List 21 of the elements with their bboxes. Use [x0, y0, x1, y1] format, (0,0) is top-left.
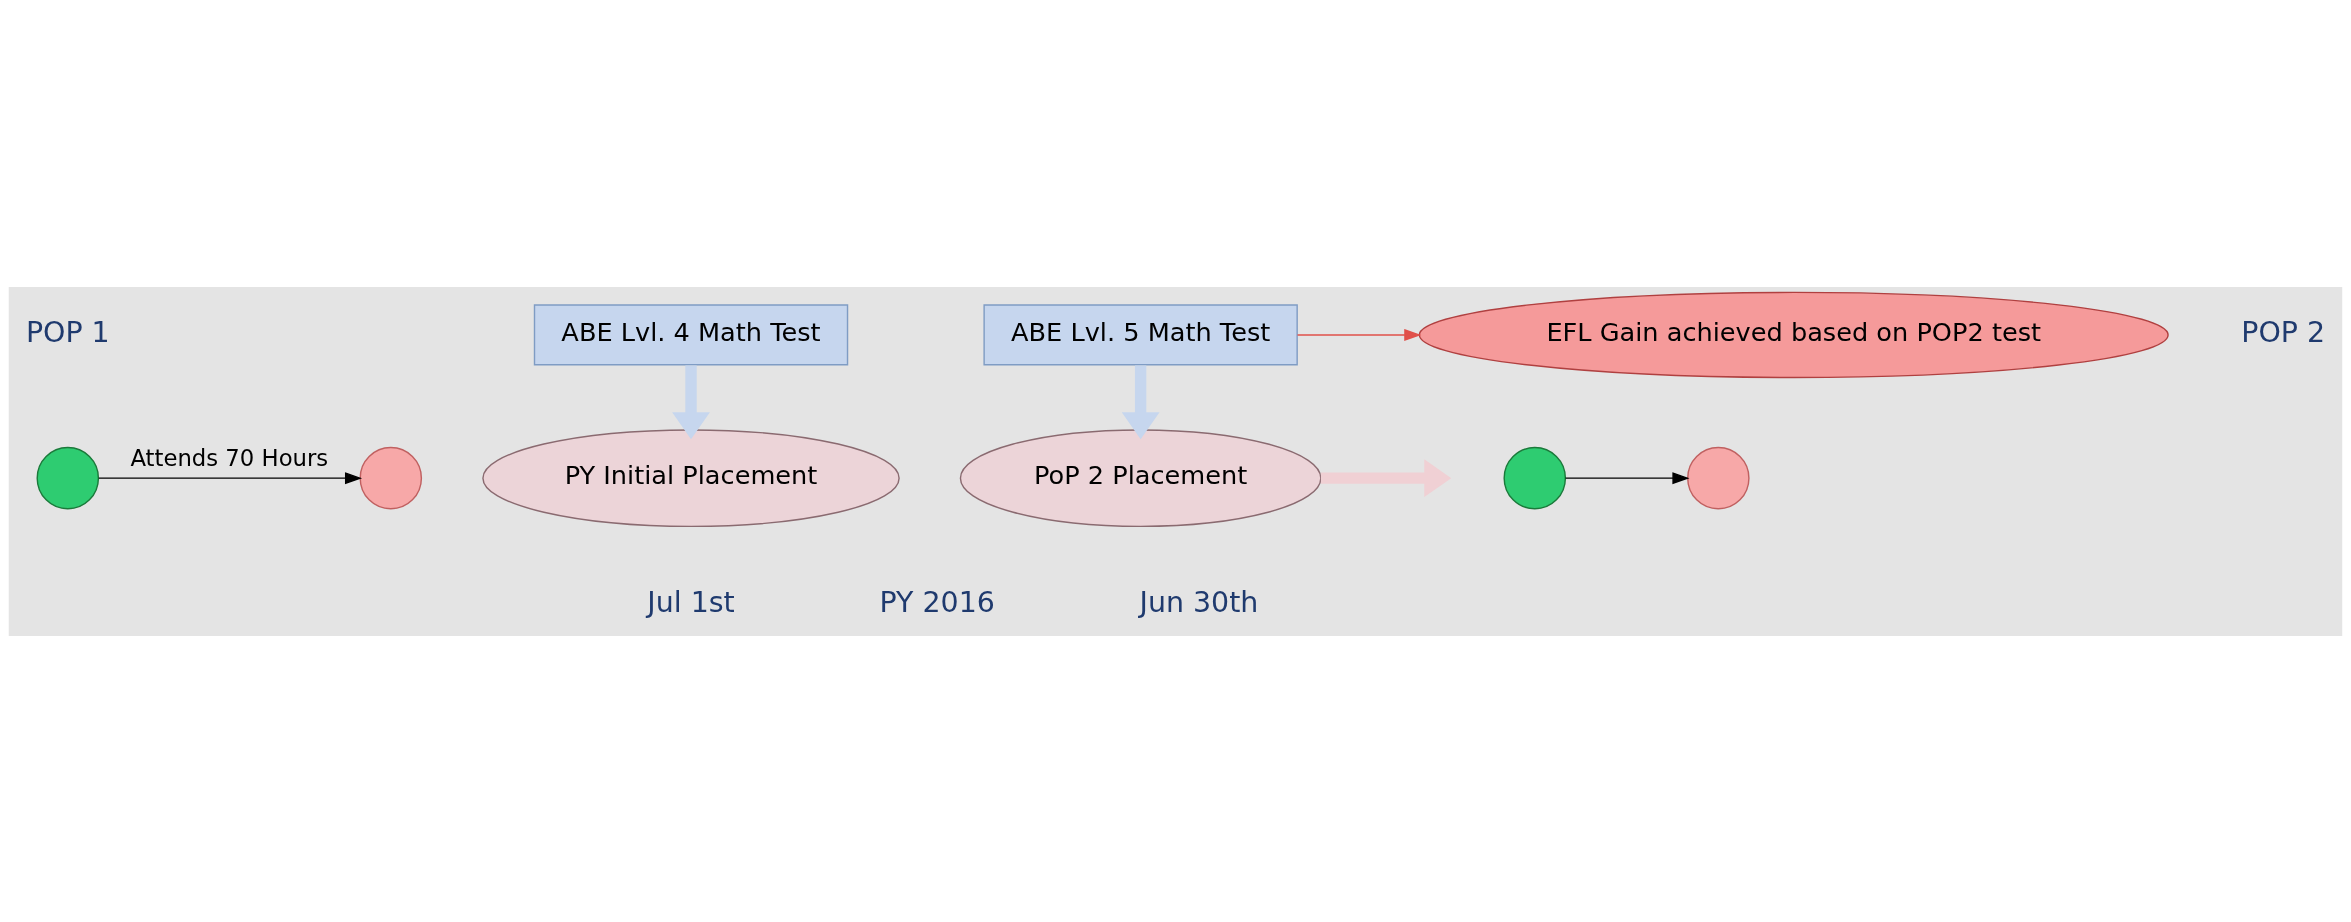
label: POP 1 [25, 315, 110, 349]
arrow [1296, 328, 1422, 341]
arrow [1121, 364, 1160, 439]
arrow [1320, 458, 1452, 497]
node-circle [1687, 446, 1750, 509]
node-box: ABE Lvl. 5 Math Test [983, 303, 1298, 366]
node-circle [359, 446, 423, 509]
node-circle [1503, 446, 1567, 509]
node-ellipse: PoP 2 Placement [959, 428, 1322, 527]
arrow [672, 364, 710, 439]
node-box: ABE Lvl. 4 Math Test [533, 303, 849, 366]
label: Jun 30th [1139, 585, 1259, 619]
node-ellipse: EFL Gain achieved based on POP2 test [1418, 291, 2169, 378]
arrow [1564, 471, 1690, 484]
arrow [98, 471, 363, 484]
label: POP 2 [2241, 315, 2326, 349]
edge-label: Attends 70 Hours [130, 444, 329, 471]
label: Jul 1st [647, 585, 735, 619]
node-ellipse: PY Initial Placement [482, 428, 900, 527]
label: PY 2016 [879, 585, 995, 619]
node-circle [36, 446, 100, 509]
